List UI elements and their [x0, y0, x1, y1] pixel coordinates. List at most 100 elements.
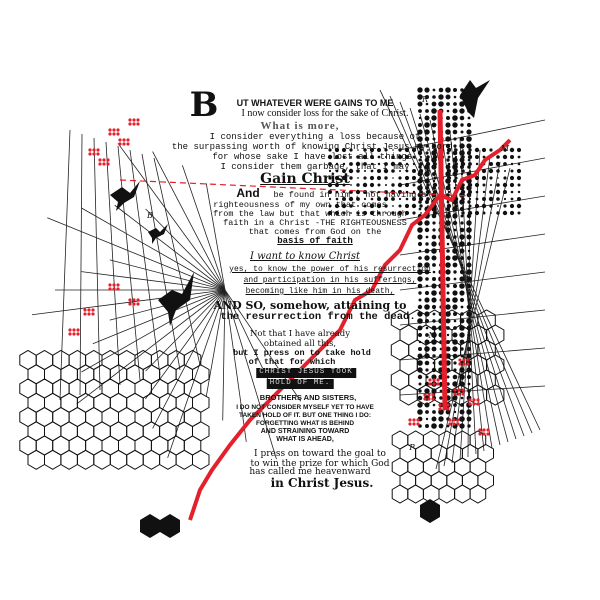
halftone-dot — [475, 162, 479, 166]
halftone-dot — [459, 101, 465, 107]
red-dot — [428, 378, 432, 382]
red-dot — [98, 162, 102, 166]
halftone-dot — [417, 325, 423, 331]
red-dot — [136, 122, 140, 126]
grid-line — [105, 141, 121, 386]
ray-line — [47, 217, 226, 291]
halftone-dot — [446, 340, 450, 344]
verse-line: has called me heavenward — [249, 467, 371, 477]
halftone-dot — [453, 235, 457, 239]
halftone-dot — [356, 183, 360, 187]
verse-line: I now consider loss for the sake of Chri… — [241, 108, 409, 119]
halftone-dot — [424, 157, 430, 163]
halftone-dot — [363, 176, 367, 180]
halftone-dot — [445, 297, 451, 303]
halftone-dot — [432, 88, 436, 92]
halftone-dot — [431, 297, 437, 303]
halftone-dot — [424, 255, 430, 261]
verse-line: I consider them garbage, that I may — [220, 162, 410, 172]
halftone-dot — [509, 210, 515, 216]
halftone-dot — [467, 340, 471, 344]
halftone-dot — [510, 155, 514, 159]
halftone-dot — [455, 212, 457, 214]
halftone-dot — [467, 207, 471, 211]
halftone-dot — [453, 137, 457, 141]
halftone-dot — [418, 123, 422, 127]
halftone-dot — [467, 158, 471, 162]
red-dot — [461, 392, 465, 396]
halftone-dot — [417, 150, 423, 156]
halftone-dot — [445, 185, 451, 191]
halftone-dot — [384, 190, 388, 194]
verse-line: WHAT IS AHEAD, — [276, 436, 334, 443]
halftone-dot — [419, 162, 423, 166]
halftone-dot — [431, 248, 437, 254]
halftone-dot — [398, 204, 402, 208]
map-line — [399, 119, 546, 151]
halftone-dot — [424, 339, 430, 345]
halftone-dot — [424, 248, 430, 254]
red-dot — [448, 418, 452, 422]
ray-line — [222, 289, 226, 421]
halftone-dot — [453, 277, 457, 281]
halftone-dot — [424, 311, 430, 317]
halftone-dot — [342, 183, 346, 187]
halftone-dot — [417, 101, 423, 107]
halftone-dot — [398, 197, 402, 201]
halftone-dot — [425, 200, 429, 204]
red-dot — [128, 302, 132, 306]
halftone-dot — [481, 203, 487, 209]
halftone-dot — [445, 276, 451, 282]
halftone-dot — [342, 197, 346, 201]
red-dot — [87, 312, 91, 316]
halftone-dot — [488, 196, 494, 202]
halftone-dot — [467, 424, 471, 428]
ray-line — [114, 204, 226, 291]
halftone-dot — [369, 147, 375, 153]
halftone-dot — [432, 182, 438, 188]
halftone-dot — [425, 95, 429, 99]
red-dot — [438, 403, 442, 407]
halftone-dot — [424, 353, 430, 359]
halftone-dot — [467, 291, 471, 295]
bird-icon — [158, 272, 194, 326]
halftone-dot — [431, 332, 437, 338]
halftone-dot — [452, 262, 458, 268]
halftone-dot — [459, 290, 465, 296]
halftone-dot — [334, 182, 340, 188]
red-dot — [428, 382, 432, 386]
halftone-dot — [420, 212, 422, 214]
verse-heading: in Christ Jesus. — [270, 476, 374, 490]
halftone-dot — [453, 144, 457, 148]
halftone-dot — [460, 221, 464, 225]
halftone-dot — [391, 197, 395, 201]
red-dot — [427, 397, 431, 401]
red-dot — [68, 328, 72, 332]
halftone-dot — [466, 283, 472, 289]
halftone-dot — [482, 190, 486, 194]
halftone-dot — [404, 147, 410, 153]
halftone-dot — [482, 155, 486, 159]
ray-line — [117, 143, 226, 291]
halftone-dot — [447, 211, 451, 215]
halftone-dot — [509, 147, 515, 153]
halftone-dot — [454, 162, 458, 166]
halftone-dot — [517, 162, 521, 166]
halftone-dot — [460, 123, 464, 127]
halftone-dot — [510, 162, 514, 166]
red-dot — [453, 392, 457, 396]
red-dot — [468, 402, 472, 406]
halftone-dot — [446, 175, 452, 181]
bird-icon — [460, 80, 490, 118]
halftone-dot — [445, 367, 451, 373]
halftone-dot — [370, 197, 374, 201]
verse-line: the resurrection from the dead. — [220, 311, 416, 323]
halftone-dot — [467, 256, 471, 260]
red-dot — [466, 358, 470, 362]
verse-line: to win the prize for which God — [250, 459, 390, 469]
halftone-dot — [459, 325, 465, 331]
verse-line: the surpassing worth of knowing Christ J… — [171, 142, 459, 152]
halftone-dot — [467, 382, 471, 386]
halftone-dot — [328, 190, 332, 194]
halftone-dot — [516, 168, 522, 174]
